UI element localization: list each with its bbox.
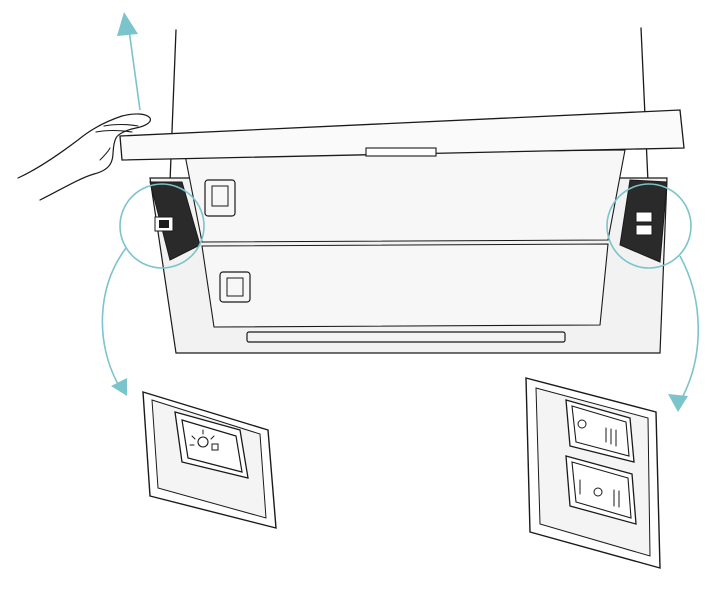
right-callout — [606, 183, 700, 412]
hand-icon — [17, 113, 151, 201]
light-bulb-icon — [189, 429, 219, 451]
fan-switch-panel — [525, 377, 661, 569]
hood-visor — [119, 109, 685, 161]
light-switch-panel — [142, 391, 277, 529]
hood-body — [149, 149, 668, 354]
fan-speed-icon — [577, 419, 617, 447]
power-icon — [579, 479, 620, 508]
lift-arrow-icon — [117, 12, 141, 111]
left-callout — [101, 183, 205, 396]
